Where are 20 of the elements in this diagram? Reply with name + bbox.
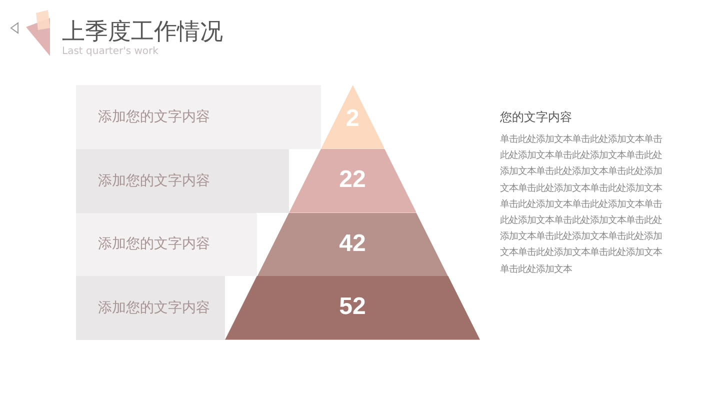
band-text: 添加您的文字内容 xyxy=(98,108,210,126)
heading: 您的文字内容 xyxy=(500,109,572,126)
text-band xyxy=(76,276,225,340)
body-text: 单击此处添加文本单击此处添加文本单击此处添加文本单击此处添加文本单击此处添加文本单击此处添加文本单击此处添加文本单击此处添加文本单击此处添加文本单击此处添加文本单击此处添加文本单击此处添加文本单击此处添加文本单击此处添加文本单击此处添加文本单击此处添加文本单击此处添加文本单击此处添加文本单击此处添加文本 xyxy=(500,133,664,277)
value-number: 22 xyxy=(338,166,367,194)
value-number: 52 xyxy=(338,293,367,322)
title: 上季度工作情况 xyxy=(62,18,223,46)
text-band xyxy=(76,212,257,276)
band-text: 添加您的文字内容 xyxy=(98,235,210,254)
text-band xyxy=(76,148,289,212)
pyramid-segment xyxy=(288,148,416,212)
pyramid-segment xyxy=(320,85,384,149)
subtitle: Last quarter's work xyxy=(62,46,158,57)
value-number: 42 xyxy=(338,230,367,258)
pyramid-segment xyxy=(256,212,448,276)
value-number: 2 xyxy=(344,105,360,133)
text-band xyxy=(76,85,321,149)
band-text: 添加您的文字内容 xyxy=(98,172,210,190)
band-text: 添加您的文字内容 xyxy=(98,299,210,318)
pyramid-segment xyxy=(225,276,480,340)
